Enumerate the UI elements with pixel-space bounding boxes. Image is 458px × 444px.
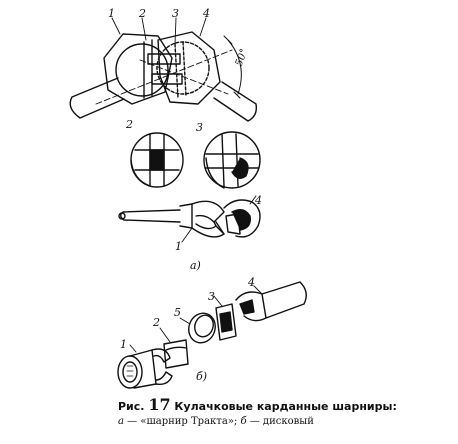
label-b-1: 1 <box>120 338 127 351</box>
label-a-1: 1 <box>108 7 115 20</box>
right-shaft <box>213 81 258 122</box>
cam-part-4 <box>223 195 261 238</box>
caption-sub-a-text: — «шарнир Тракта»; <box>123 416 241 427</box>
caption-subtitle-line: а — «шарнир Тракта»; б — дисковый <box>118 415 448 428</box>
angle-arc <box>227 39 242 95</box>
disc-joint-part-2 <box>159 327 189 369</box>
label-b-5: 5 <box>174 306 181 319</box>
left-shaft <box>69 77 125 119</box>
label-part-3: 3 <box>196 121 203 134</box>
right-fork <box>157 31 221 105</box>
label-b-3: 3 <box>208 290 215 303</box>
panel-a-caption: а) <box>190 259 201 272</box>
center-disc-slot <box>147 53 181 65</box>
label-part-2: 2 <box>125 118 133 131</box>
label-b-4: 4 <box>247 276 255 289</box>
caption-prefix: Рис. <box>118 400 145 413</box>
disc-joint-part-4 <box>235 281 307 322</box>
assembled-joint-drawing <box>69 17 258 122</box>
label-a-2: 2 <box>138 7 146 20</box>
disc-joint-part-1 <box>117 344 173 389</box>
caption-number: 17 <box>148 395 171 414</box>
shaft-with-fork <box>118 200 225 238</box>
label-b-2: 2 <box>152 316 160 329</box>
caption-sub-b-text: — дисковый <box>246 416 314 427</box>
left-cam <box>115 43 169 97</box>
figure-caption: Рис. 17 Кулачковые карданные шарниры: а … <box>118 395 448 428</box>
caption-title: Кулачковые карданные шарниры: <box>174 400 397 413</box>
cam-part-3 <box>203 131 261 189</box>
label-a-4: 4 <box>202 7 210 20</box>
caption-sub-b-letter: б <box>240 416 247 427</box>
axis-line <box>95 49 233 105</box>
label-part-4: 4 <box>254 194 262 207</box>
disc-joint-part-5 <box>179 312 216 344</box>
label-part-1: 1 <box>175 240 182 253</box>
panel-b-caption: б) <box>196 370 207 383</box>
caption-sub-a-letter: а <box>118 416 124 427</box>
cam-part-2 <box>130 132 184 188</box>
caption-title-line: Рис. 17 Кулачковые карданные шарниры: <box>118 395 448 414</box>
label-angle: 50° <box>234 47 250 67</box>
disc-joint-part-3 <box>213 295 237 341</box>
label-a-3: 3 <box>172 7 179 20</box>
